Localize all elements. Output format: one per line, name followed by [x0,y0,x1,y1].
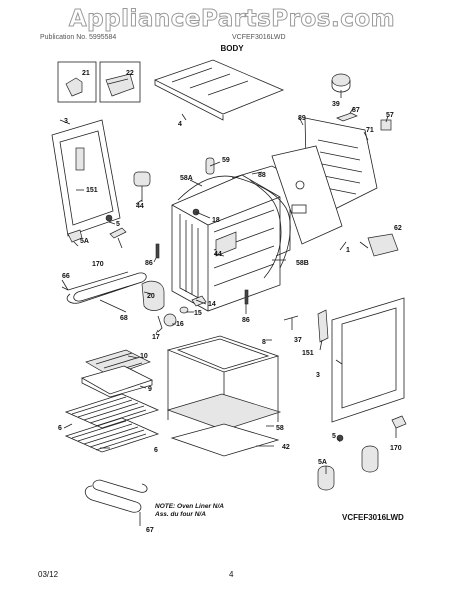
part-68-broil-element [66,271,147,304]
callout-59: 59 [222,157,230,164]
publication-number: Publication No. 5995584 [40,34,117,41]
callout-62: 62 [394,225,402,232]
callout-42: 42 [282,444,290,451]
callout-6-upper: 6 [58,425,62,432]
part-15-bulb [179,306,189,314]
callout-21: 21 [82,70,90,77]
callout-170-right: 170 [390,445,402,452]
part-42-bottom-panel [170,423,280,457]
callout-8: 8 [262,339,266,346]
callout-20: 20 [147,293,155,300]
callout-3-left: 3 [64,118,68,125]
part-86-pin-left [155,243,160,259]
model-label: VCFEF3016LWD [342,513,404,522]
callout-14: 14 [208,301,216,308]
part-6-oven-rack-upper [64,393,160,429]
oven-cavity [171,174,281,312]
note-line-french: Ass. du four N/A [155,511,206,518]
callout-6-lower: 6 [154,447,158,454]
callout-9: 9 [148,386,152,393]
part-5A-hinge-left [67,229,83,243]
callout-15: 15 [194,310,202,317]
callout-4: 4 [178,121,182,128]
inset-box-22 [99,61,141,103]
callout-5A-right: 5A [318,459,327,466]
callout-58A: 58A [180,175,193,182]
section-title: BODY [220,44,244,53]
callout-17: 17 [152,334,160,341]
callout-44-cavity: 44 [214,251,222,258]
callout-18: 18 [212,217,220,224]
inset-box-21 [57,61,97,103]
callout-151-left: 151 [86,187,98,194]
callout-66: 66 [62,273,70,280]
part-10-broiler-insert [85,349,151,377]
callout-89: 89 [298,115,306,122]
part-20-light-housing [141,280,165,311]
part-6-oven-rack-lower [64,417,160,453]
part-44-thermostat [133,171,151,187]
part-58A-harness [177,175,291,269]
part-151-strip-right [317,309,329,343]
part-21-bracket [65,77,83,97]
callout-5A-left: 5A [80,238,89,245]
part-87-bracket [336,112,358,122]
callout-5-left: 5 [116,221,120,228]
callout-68: 68 [120,315,128,322]
part-39-sensor [331,73,351,87]
page-number: 4 [229,570,234,579]
part-5A-hinge-right [317,465,335,491]
note-line-english: NOTE: Oven Liner N/A [155,503,224,510]
callout-1: 1 [346,247,350,254]
callout-37: 37 [294,337,302,344]
callout-87: 87 [352,107,360,114]
callout-58B: 58B [296,260,309,267]
callout-151-right: 151 [302,350,314,357]
part-62-terminal-block [367,233,399,257]
callout-22: 22 [126,70,134,77]
callout-86-left: 86 [145,260,153,267]
part-67-bake-element [84,479,148,513]
part-16-socket [163,313,177,327]
footer-date: 03/12 [38,570,59,579]
part-22-bracket [105,73,135,97]
part-5-screw-left [105,214,113,222]
header-model: VCFEF3016LWD [232,34,286,41]
part-3-left-side-panel [51,119,121,237]
callout-170-left: 170 [92,261,104,268]
callout-71: 71 [366,127,374,134]
callout-44-thermostat: 44 [136,203,144,210]
callout-57: 57 [386,112,394,119]
oven-liner-note: NOTE: Oven Liner N/A Ass. du four N/A [155,503,224,519]
callout-5-right: 5 [332,433,336,440]
part-5-screw-right [336,434,344,442]
callout-88: 88 [258,172,266,179]
part-9-broiler-pan [80,365,154,395]
part-4-top-panel [153,59,285,115]
part-1-back-panel [271,145,343,245]
callout-67: 67 [146,527,154,534]
callout-10: 10 [140,353,148,360]
part-170-bracket-left [109,227,127,239]
callout-58: 58 [276,425,284,432]
part-58-insulation-pad [166,393,282,431]
part-17-wire [157,315,163,333]
callout-86-right: 86 [242,317,250,324]
part-86-pin-right [244,289,249,305]
part-37-rod [283,315,299,321]
part-3-right-side-panel [331,297,405,423]
callout-3-right: 3 [316,372,320,379]
part-170-bracket-right [391,415,407,429]
callout-39: 39 [332,101,340,108]
part-57-plate [380,119,392,131]
callout-16: 16 [176,321,184,328]
